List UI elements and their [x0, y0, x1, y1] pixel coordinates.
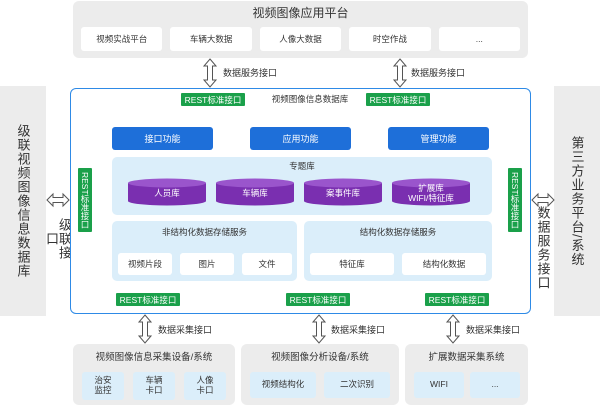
- theme-library-title: 专题库: [289, 161, 315, 171]
- management-function-button[interactable]: 管理功能: [388, 127, 489, 150]
- third-party-platform-label: 第三方业务平台/系统: [569, 135, 585, 267]
- structured-storage-title: 结构化数据存储服务: [359, 227, 437, 237]
- application-platform-items: 视频实战平台 车辆大数据 人像大数据 时空作战 ...: [81, 27, 521, 51]
- cascade-database-label: 级联视频图像信息数据库: [15, 124, 31, 278]
- vehicle-checkpoint-chip[interactable]: 车辆 卡口: [133, 372, 175, 400]
- collection-devices-panel: 视频图像信息采集设备/系统 治安 监控 车辆 卡口 人像 卡口: [73, 344, 235, 405]
- rest-interface-top-left[interactable]: REST标准接口: [181, 93, 245, 106]
- structured-data-chip[interactable]: 结构化数据: [402, 253, 486, 275]
- platform-item-vehicle-bigdata[interactable]: 车辆大数据: [170, 27, 252, 51]
- top-right-arrow-label: 数据服务接口: [411, 68, 466, 78]
- interface-function-button[interactable]: 接口功能: [112, 127, 213, 150]
- rest-interface-top-right[interactable]: REST标准接口: [366, 93, 430, 106]
- database-cylinder-icon: [304, 178, 382, 206]
- application-function-button[interactable]: 应用功能: [250, 127, 351, 150]
- extended-collection-title: 扩展数据采集系统: [428, 352, 505, 363]
- cascade-interface-label: 级联接口: [44, 218, 72, 260]
- platform-item-portrait-bigdata[interactable]: 人像大数据: [259, 27, 342, 51]
- top-left-arrow-label: 数据服务接口: [223, 68, 278, 78]
- rest-interface-right[interactable]: REST标准接口: [508, 168, 522, 232]
- file-chip[interactable]: 文件: [242, 253, 292, 275]
- platform-item-more[interactable]: ...: [438, 27, 521, 51]
- database-cylinder-icon: [392, 178, 470, 206]
- cascade-interface-label-wrap: 级联接口: [44, 212, 72, 266]
- right-horizontal-double-arrow: [531, 192, 555, 208]
- analysis-devices-panel: 视频图像分析设备/系统 视频结构化 二次识别: [241, 344, 399, 405]
- video-clip-chip[interactable]: 视频片段: [118, 253, 172, 275]
- database-cylinder-icon: [128, 178, 206, 206]
- bottom-left-arrow-label: 数据采集接口: [158, 325, 213, 335]
- security-monitor-chip[interactable]: 治安 监控: [82, 372, 124, 400]
- wifi-chip[interactable]: WIFI: [414, 372, 464, 398]
- data-service-interface-label: 数据服务接口: [535, 206, 551, 290]
- cylinder-case-library[interactable]: 案事件库: [303, 178, 383, 206]
- video-structuring-chip[interactable]: 视频结构化: [250, 372, 316, 398]
- third-party-platform-panel: 第三方业务平台/系统: [554, 86, 600, 316]
- extended-more-chip[interactable]: ...: [470, 372, 520, 398]
- rest-interface-left[interactable]: REST标准接口: [78, 168, 92, 232]
- cylinder-person-library[interactable]: 人员库: [127, 178, 207, 206]
- top-left-double-arrow: [202, 58, 218, 88]
- portrait-checkpoint-chip[interactable]: 人像 卡口: [184, 372, 226, 400]
- application-platform-panel: 视频图像应用平台 视频实战平台 车辆大数据 人像大数据 时空作战 ...: [73, 1, 528, 58]
- cylinder-vehicle-library[interactable]: 车辆库: [215, 178, 295, 206]
- bottom-right-arrow-label: 数据采集接口: [466, 325, 521, 335]
- cylinder-extended-library[interactable]: 扩展库 WIFI/特征库: [391, 178, 471, 206]
- bottom-mid-arrow-label: 数据采集接口: [331, 325, 386, 335]
- database-cylinder-icon: [216, 178, 294, 206]
- bottom-mid-double-arrow: [311, 314, 327, 344]
- video-image-database-title: 视频图像信息数据库: [271, 94, 349, 104]
- top-right-double-arrow: [392, 58, 408, 88]
- rest-interface-bottom-mid[interactable]: REST标准接口: [286, 293, 350, 306]
- bottom-left-double-arrow: [137, 314, 153, 344]
- feature-library-chip[interactable]: 特征库: [310, 253, 394, 275]
- platform-item-video-combat[interactable]: 视频实战平台: [81, 27, 163, 51]
- left-horizontal-double-arrow: [46, 192, 70, 208]
- unstructured-storage-title: 非结构化数据存储服务: [161, 227, 247, 237]
- rest-interface-bottom-left[interactable]: REST标准接口: [116, 293, 180, 306]
- collection-devices-title: 视频图像信息采集设备/系统: [95, 352, 213, 363]
- extended-library-label: 扩展库 WIFI/特征库: [408, 183, 454, 203]
- case-library-label: 案事件库: [325, 188, 360, 199]
- extended-collection-panel: 扩展数据采集系统 WIFI ...: [405, 344, 528, 405]
- data-service-interface-label-wrap: 数据服务接口: [533, 205, 553, 291]
- secondary-recognition-chip[interactable]: 二次识别: [324, 372, 390, 398]
- cascade-database-panel: 级联视频图像信息数据库: [0, 86, 46, 316]
- picture-chip[interactable]: 图片: [180, 253, 234, 275]
- person-library-label: 人员库: [154, 188, 180, 199]
- platform-item-spacetime-ops[interactable]: 时空作战: [349, 27, 431, 51]
- rest-interface-bottom-right[interactable]: REST标准接口: [425, 293, 489, 306]
- analysis-devices-title: 视频图像分析设备/系统: [271, 352, 369, 363]
- bottom-right-double-arrow: [445, 314, 461, 344]
- vehicle-library-label: 车辆库: [242, 188, 268, 199]
- application-platform-title: 视频图像应用平台: [252, 5, 349, 20]
